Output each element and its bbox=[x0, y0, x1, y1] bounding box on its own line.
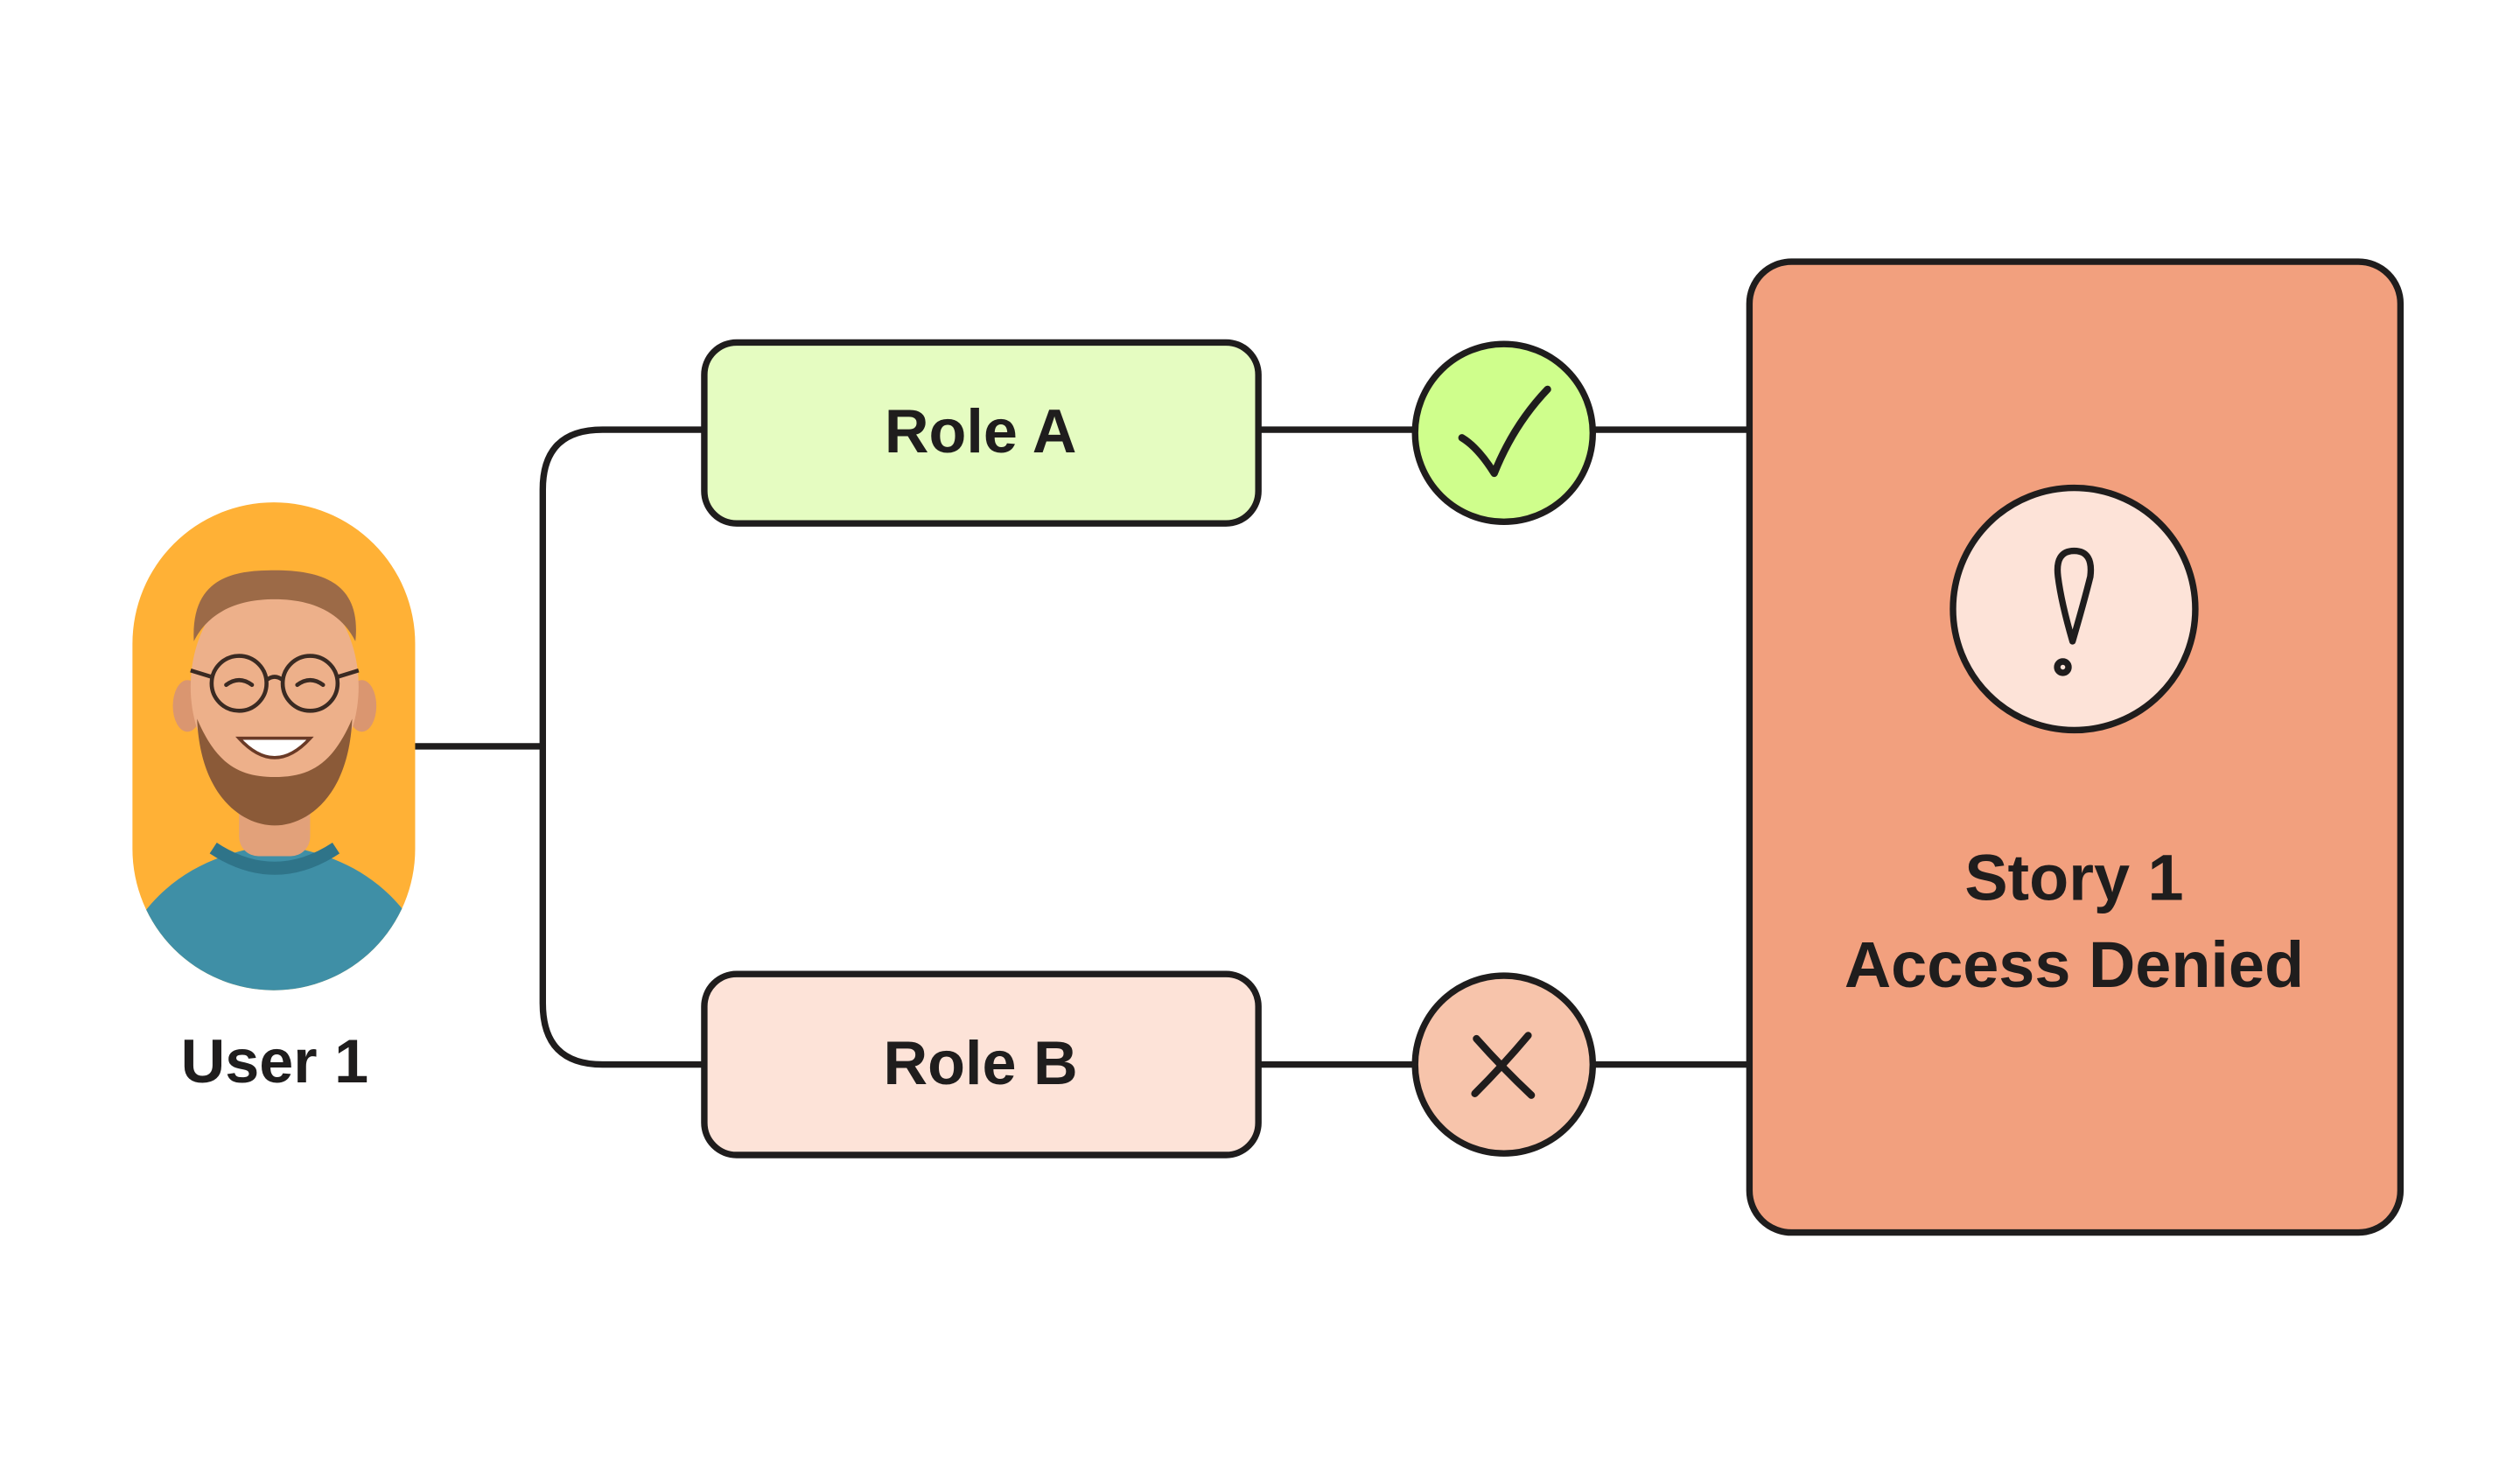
role-a-node: Role A bbox=[701, 339, 1262, 527]
story-title: Story 1 bbox=[1964, 841, 2183, 914]
story-result-card: Story 1 Access Denied bbox=[1746, 258, 2404, 1236]
role-b-node: Role B bbox=[701, 970, 1262, 1158]
connectors bbox=[411, 426, 1754, 1068]
allowed-status bbox=[1411, 340, 1597, 525]
role-b-box bbox=[701, 970, 1262, 1158]
exclamation-icon bbox=[2054, 547, 2095, 676]
branch-to-role-b-line bbox=[539, 743, 708, 1068]
denied-status bbox=[1411, 972, 1597, 1157]
user-label: User 1 bbox=[181, 1026, 368, 1096]
role-a-box bbox=[701, 339, 1262, 527]
role-b-label: Role B bbox=[884, 1028, 1078, 1097]
checkmark-icon bbox=[1458, 385, 1551, 478]
branch-to-role-a-line bbox=[539, 426, 708, 750]
role-a-label: Role A bbox=[885, 396, 1077, 466]
user-avatar bbox=[132, 502, 416, 990]
person-illustration bbox=[132, 570, 416, 990]
story-status: Access Denied bbox=[1844, 928, 2304, 1001]
x-mark-icon bbox=[1471, 1032, 1536, 1099]
